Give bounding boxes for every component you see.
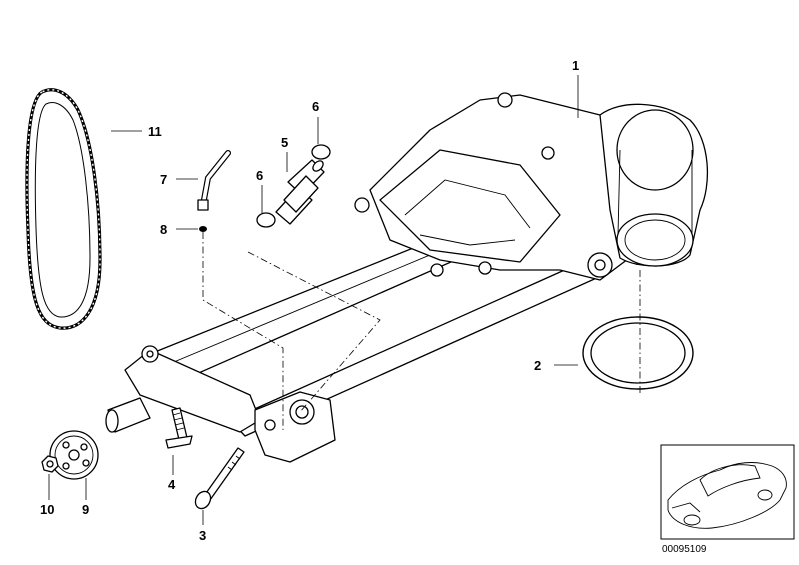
o-ring-lower[interactable] xyxy=(256,212,276,228)
bolt-long[interactable] xyxy=(192,447,245,511)
label-part-8: 8 xyxy=(160,222,167,237)
timing-chain[interactable] xyxy=(25,88,102,330)
label-part-6-upper: 6 xyxy=(312,99,319,114)
label-part-1: 1 xyxy=(572,58,579,73)
o-ring-seal[interactable] xyxy=(582,316,694,390)
valve-sleeve[interactable] xyxy=(275,159,325,225)
label-part-4: 4 xyxy=(168,477,176,492)
oil-pump-assembly[interactable] xyxy=(105,92,708,463)
small-seal[interactable] xyxy=(199,226,207,232)
label-part-7: 7 xyxy=(160,172,167,187)
vehicle-thumbnail xyxy=(660,444,795,540)
label-part-9: 9 xyxy=(82,502,89,517)
label-part-10: 10 xyxy=(40,502,54,517)
car-sedan-icon xyxy=(667,462,787,529)
label-part-6-lower: 6 xyxy=(256,168,263,183)
label-part-2: 2 xyxy=(534,358,541,373)
o-ring-upper[interactable] xyxy=(311,144,331,160)
oil-pipe[interactable] xyxy=(197,150,231,211)
label-part-11: 11 xyxy=(148,124,162,139)
sprocket[interactable] xyxy=(49,430,99,480)
nut[interactable] xyxy=(41,455,59,473)
label-part-3: 3 xyxy=(199,528,206,543)
label-part-5: 5 xyxy=(281,135,288,150)
bolt-short[interactable] xyxy=(165,407,193,449)
reference-number: 00095109 xyxy=(662,544,707,555)
